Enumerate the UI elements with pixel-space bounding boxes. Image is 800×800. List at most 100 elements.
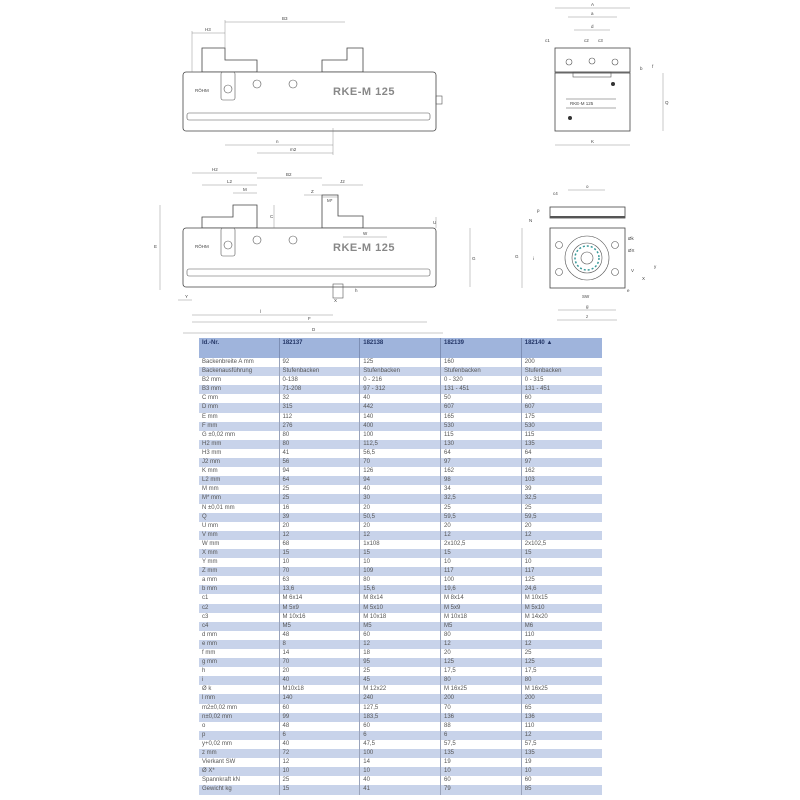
row-label: V mm [199,530,280,540]
vise-front-view-dimensioned: RÖHM RKE-M 125 H2 B2 L2 M J2 Z M* C W E … [154,167,476,334]
cell-value: 25 [524,650,532,656]
cell-value: 0 - 315 [524,377,544,384]
cell-value: 131 - 451 [521,385,602,395]
cell-value: 72 [279,749,361,759]
dim-label: c4 [553,191,558,196]
dim-label: V [631,268,634,273]
cell-value: M 16x25 [440,685,522,695]
cell-value: 70 [440,703,522,713]
cell-value: 2x102,5 [524,540,547,547]
dim-label: E [154,244,157,249]
dim-label: ØX [628,248,635,253]
cell-value: 64 [440,448,522,459]
cell-value: 17,5 [440,667,522,677]
cell-value: 80 [521,676,602,686]
dim-label: l [260,309,261,314]
cell-value: 24,6 [521,585,602,595]
row-label: c1 [199,594,280,604]
dim-label: Z [311,189,314,194]
cell-value: 57,5 [524,740,537,747]
cell-value: M 6x14 [279,594,361,604]
cell-value: 40 [279,739,361,750]
row-label: U mm [199,521,280,531]
cell-value: 48 [279,721,361,731]
cell-value: 39 [524,486,532,493]
cell-value: 110 [524,631,535,638]
cell-value: 60 [359,630,441,640]
cell-value: 15 [279,548,361,559]
cell-value: M 16x25 [524,686,548,693]
cell-value: 10 [440,767,522,777]
cell-value: 40 [359,485,441,495]
cell-value: 71-208 [279,385,361,395]
cell-value: 80 [440,630,522,640]
cell-value: 56,5 [359,448,441,459]
cell-value: 165 [440,412,522,422]
row-label: b mm [199,585,280,595]
column-header-3: 182139 [440,338,522,358]
cell-value: Stufenbacken [279,367,361,377]
cell-value: 10 [359,767,441,777]
dim-label: b [640,66,643,71]
cell-value: 88 [440,721,522,731]
cell-value: 25 [279,776,361,786]
cell-value: 20 [279,667,361,677]
row-label: W mm [199,539,280,549]
dim-label: f [652,64,654,69]
cell-value: M10x18 [279,685,361,695]
cell-value: M5 [440,621,522,631]
cell-value: M 12x22 [359,685,441,695]
brand-logo: RÖHM [195,87,209,93]
dim-label: i [533,256,534,261]
cell-value: 97 [521,458,602,468]
cell-value: 12 [521,639,602,649]
cell-value: 442 [359,403,441,413]
dim-label: M* [327,198,333,203]
cell-value: 47,5 [359,739,441,750]
dim-label: Q [665,100,669,105]
cell-value: M 8x14 [359,594,441,604]
cell-value: 135 [521,439,602,449]
row-label: e mm [199,639,280,649]
model-label: RKE-M 125 [333,86,395,98]
cell-value: 115 [440,430,522,440]
cell-value: 100 [440,576,522,586]
cell-value: 15,6 [359,585,441,595]
cell-value: 98 [440,476,522,486]
cell-value: 41 [359,785,441,795]
row-label: B3 mm [199,385,280,395]
cell-value: M 8x14 [440,594,522,604]
cell-value: 200 [521,694,602,704]
cell-value: 25 [359,667,441,677]
cell-value: 60 [524,395,532,402]
cell-value: 315 [279,403,361,413]
cell-value: 95 [359,658,441,668]
cell-value: 10 [440,558,522,568]
cell-value: 8 [279,639,361,649]
row-label: a mm [199,576,280,586]
dim-label: d [591,24,594,29]
cell-value: 109 [359,567,441,577]
cell-value: 100 [359,430,441,440]
cell-value: 41 [279,448,361,459]
cell-value: 103 [521,476,602,486]
row-label: Vierkant SW [199,758,280,768]
row-label: Backenbreite A mm [199,358,280,368]
row-label: Backenausführung [199,367,280,377]
cell-value: 0-138 [279,376,361,386]
cell-value: 20 [440,521,522,531]
